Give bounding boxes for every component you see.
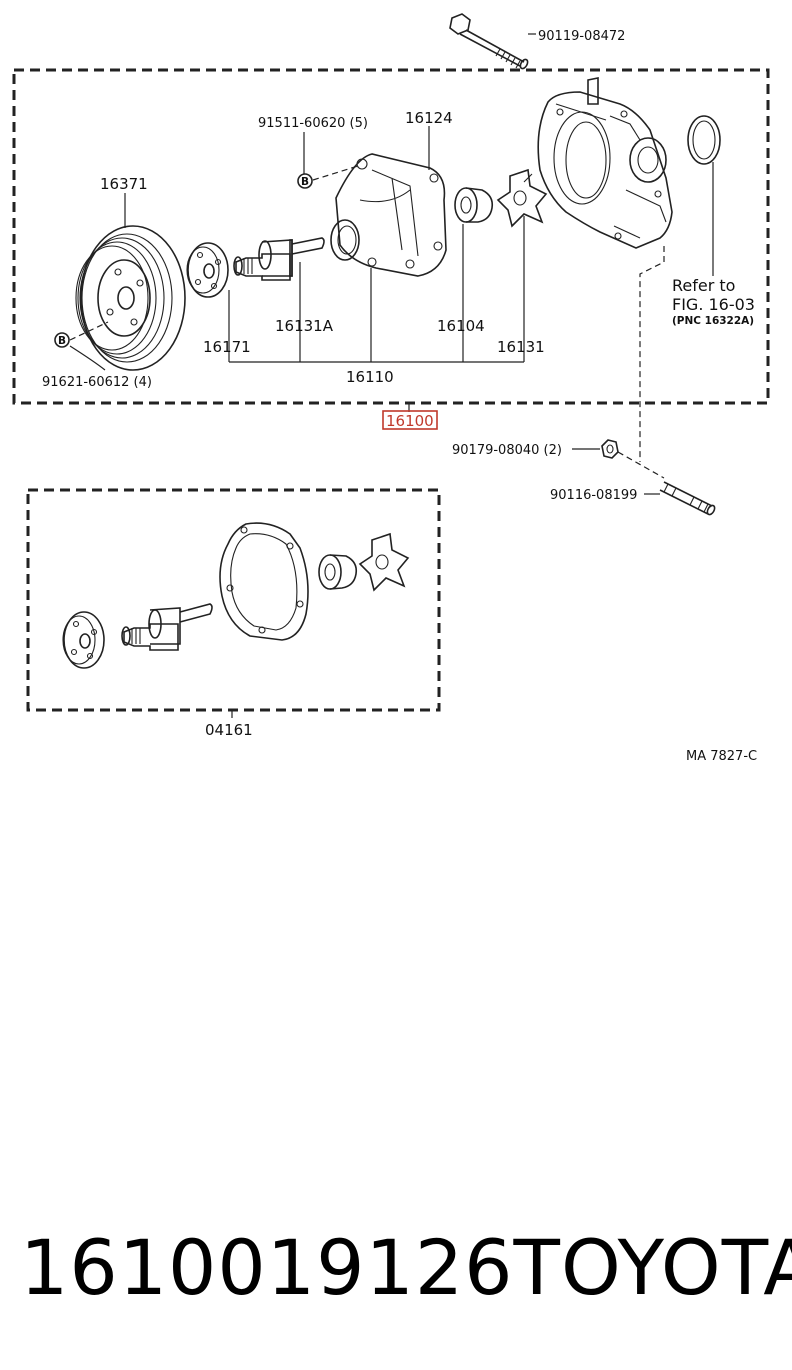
kit-seal-icon: [318, 554, 358, 590]
label-nut: 90179-08040 (2): [452, 443, 562, 458]
kit-bearing-shaft-icon: [121, 603, 213, 651]
marker-b-pulley: B: [58, 335, 66, 347]
label-bolt-pulley: 91621-60612 (4): [42, 375, 152, 390]
bearing-shaft-icon: [233, 237, 325, 281]
bolt-top-icon: [449, 13, 529, 70]
pulley-icon: [75, 225, 186, 371]
drawing-code: MA 7827-C: [686, 749, 757, 764]
label-flange: 16171: [203, 338, 251, 356]
flange-icon: [186, 242, 229, 298]
nut-icon: [601, 439, 619, 459]
marker-b-body-icon: [297, 173, 313, 189]
label-pump-sub: 16110: [346, 368, 394, 386]
brand-name: TOYOTA: [513, 1222, 792, 1312]
label-pump-body: 16124: [405, 109, 453, 127]
footer-caption: 1610019126 TOYOTA: [20, 1222, 792, 1312]
label-impeller: 16131: [497, 338, 545, 356]
impeller-icon: [496, 168, 548, 228]
stud-icon: [659, 481, 716, 516]
label-pulley: 16371: [100, 175, 148, 193]
ref-line-3: (PNC 16322A): [672, 315, 754, 327]
label-bolt-top: 90119-08472: [538, 29, 625, 44]
marker-b-body: B: [301, 176, 309, 188]
label-bearing: 16131A: [275, 317, 334, 335]
kit-group-box: [26, 488, 441, 712]
main-assy-highlight: [382, 410, 438, 430]
pump-housing-icon: [537, 77, 673, 249]
kit-flange-icon: [62, 611, 105, 669]
label-stud: 90116-08199: [550, 488, 637, 503]
label-main-assy: 16100: [386, 412, 434, 430]
ref-line-2: FIG. 16-03: [672, 295, 755, 314]
label-kit: 04161: [205, 721, 253, 739]
kit-gasket-icon: [219, 522, 309, 641]
label-bolt-b: 91511-60620 (5): [258, 116, 368, 131]
ref-line-1: Refer to: [672, 276, 735, 295]
assembly-group-box: [12, 68, 770, 405]
marker-b-pulley-icon: [54, 332, 70, 348]
pump-body-icon: [330, 153, 447, 277]
part-number: 1610019126: [20, 1222, 514, 1312]
exploded-parts-diagram: 90119-08472 16371 B 91621-60612 (4) 1617…: [12, 13, 770, 764]
o-ring-icon: [687, 115, 721, 165]
label-seal: 16104: [437, 317, 485, 335]
kit-impeller-icon: [358, 532, 410, 592]
seal-icon: [454, 187, 494, 223]
